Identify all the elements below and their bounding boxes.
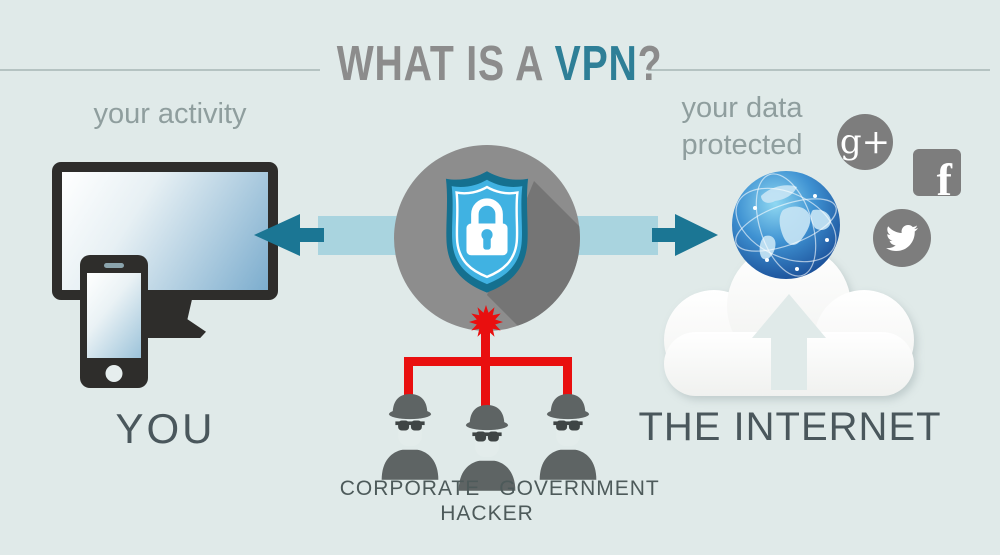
threat-line-center bbox=[481, 326, 490, 409]
title-highlight: VPN bbox=[555, 37, 639, 91]
you-label: YOU bbox=[115, 405, 216, 452]
government-label: GOVERNMENT bbox=[499, 477, 660, 500]
threat-line-left bbox=[404, 357, 413, 399]
cloud-up-arrow-cutout bbox=[752, 294, 826, 390]
twitter-bird-glyph bbox=[886, 224, 918, 252]
your-activity-caption: your activity bbox=[93, 98, 247, 130]
monitor-stand bbox=[148, 299, 206, 338]
twitter-icon bbox=[873, 209, 931, 267]
globe-icon bbox=[732, 171, 840, 279]
spy-icon-government bbox=[536, 393, 600, 480]
shield-lock-icon bbox=[445, 171, 529, 293]
arrow-left-icon bbox=[254, 214, 324, 256]
title-prefix: WHAT IS A bbox=[337, 37, 545, 91]
google-plus-icon: g+ bbox=[837, 114, 893, 170]
facebook-icon: f bbox=[913, 149, 961, 196]
facebook-glyph: f bbox=[936, 154, 952, 196]
spy-icon-corporate bbox=[378, 393, 442, 480]
hacker-label: HACKER bbox=[440, 502, 534, 525]
corporate-label: CORPORATE bbox=[339, 477, 481, 500]
title-rule-left bbox=[0, 69, 320, 71]
google-plus-glyph: g+ bbox=[839, 122, 891, 162]
title-suffix: ? bbox=[638, 37, 663, 91]
internet-label: THE INTERNET bbox=[638, 405, 942, 449]
phone-home-button bbox=[105, 365, 123, 382]
circle-long-shadow bbox=[487, 181, 580, 331]
data-protected-line1: your data bbox=[681, 92, 803, 124]
data-protected-line2: protected bbox=[681, 129, 803, 161]
starburst-icon bbox=[469, 305, 503, 339]
arrow-right-icon bbox=[652, 214, 718, 256]
smartphone-icon bbox=[80, 255, 148, 388]
phone-screen bbox=[87, 273, 141, 358]
threat-line-right bbox=[563, 357, 572, 399]
threat-line-bar bbox=[404, 357, 572, 366]
cloud-upload-icon bbox=[664, 244, 914, 396]
phone-speaker bbox=[104, 263, 124, 268]
data-protected-caption: your data protected bbox=[653, 90, 831, 164]
vpn-circle bbox=[394, 145, 580, 331]
title-rule-right bbox=[648, 69, 990, 71]
